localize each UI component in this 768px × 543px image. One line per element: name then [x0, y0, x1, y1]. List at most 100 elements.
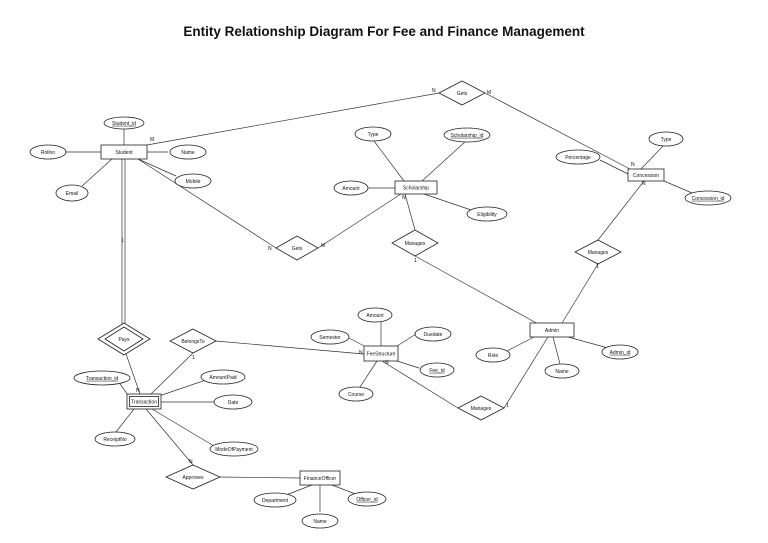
cardinality-label: N [359, 350, 363, 356]
connector [331, 484, 359, 496]
connector [215, 340, 365, 355]
attribute-fee-amount: Amount [357, 307, 393, 323]
attribute-officer-id-label: Officer_id [356, 497, 378, 503]
connector [145, 408, 194, 466]
connector [503, 336, 549, 409]
attribute-date-label: Date [228, 400, 239, 406]
connector [317, 193, 402, 249]
entity-transaction-label: Transaction [131, 400, 157, 406]
entity-student-label: Student [115, 150, 133, 156]
attribute-admin-id-label: Admin_id [610, 350, 631, 356]
attribute-rollno: Rollno [29, 144, 67, 160]
attribute-mode-of-payment: ModeOfPayment [209, 441, 259, 457]
relationship-approves: Approves [165, 464, 221, 490]
relationships: Gets Gets Manages Manages Manages Pays B… [97, 80, 622, 490]
connector [663, 180, 693, 194]
attribute-duedate: Duedate [414, 326, 452, 342]
entities: Student Scholarship Concession Admin Fee… [100, 144, 665, 486]
cardinality-label: N [268, 246, 272, 252]
connector [137, 158, 277, 249]
relationship-manages-concession: Manages [574, 239, 622, 265]
connector [567, 336, 609, 349]
entity-scholarship-label: Scholarship [403, 186, 429, 192]
connector [640, 144, 665, 170]
entity-student: Student [100, 144, 148, 160]
attribute-amount-paid-label: AmountPaid [209, 375, 236, 381]
entity-fee-structure-label: FeeStructure [367, 351, 396, 357]
attribute-email-label: Email [66, 191, 79, 197]
attribute-semester-label: Semester [319, 335, 341, 341]
attribute-date: Date [213, 394, 253, 410]
entity-concession-label: Concession [633, 173, 659, 179]
attribute-student-id: Student_id [103, 116, 145, 130]
relationship-approves-label: Approves [182, 475, 204, 481]
attribute-course-label: Course [348, 392, 364, 398]
attribute-transaction-id: Transaction_id [73, 370, 131, 386]
connector [396, 360, 420, 369]
connector [421, 140, 467, 182]
connector [115, 408, 135, 433]
entity-concession: Concession [627, 168, 665, 182]
connector [81, 158, 113, 187]
attribute-course: Course [338, 386, 374, 402]
connector [552, 336, 561, 365]
attribute-concession-id-label: Concession_id [692, 196, 725, 202]
connector [219, 476, 301, 479]
attribute-scholarship-type-label: Type [368, 132, 379, 138]
relationship-manages-fee: Manages [457, 395, 505, 421]
cardinality-label: N [385, 360, 389, 366]
cardinality-label: M [321, 243, 325, 249]
relationship-pays-label: Pays [118, 337, 130, 343]
connector [506, 336, 535, 352]
relationship-gets-scholarship-label: Gets [292, 246, 303, 252]
relationship-gets-concession-label: Gets [457, 91, 468, 97]
attribute-mobile-label: Mobile [186, 179, 201, 185]
attribute-scholarship-type: Type [354, 126, 392, 142]
connector [381, 360, 459, 409]
connector [484, 92, 631, 170]
attribute-officer-name-label: Name [313, 519, 327, 525]
attribute-role: Role [475, 347, 511, 363]
connector [158, 379, 207, 397]
attribute-concession-type: Type [648, 131, 684, 147]
cardinality-label: M [150, 137, 154, 143]
cardinality-label: 1 [596, 264, 599, 270]
attribute-role-label: Role [488, 353, 499, 359]
connector [151, 408, 215, 447]
relationship-belongs-to: BelongsTo [169, 328, 217, 354]
diagram-title: Entity Relationship Diagram For Fee and … [183, 24, 585, 39]
attribute-admin-name: Name [544, 363, 580, 379]
attribute-scholarship-id-label: Scholarship_id [451, 133, 484, 139]
attribute-eligibility: Eligibility [466, 206, 508, 222]
connector [599, 159, 629, 175]
attribute-admin-id: Admin_id [601, 344, 639, 360]
attribute-eligibility-label: Eligibility [477, 212, 497, 218]
attribute-concession-type-label: Type [661, 137, 672, 143]
connector [285, 484, 313, 496]
attribute-concession-id: Concession_id [684, 190, 732, 206]
attribute-student-name-label: Name [181, 150, 195, 156]
entity-finance-officer-label: FinanceOfficer [304, 476, 337, 482]
attribute-scholarship-amount-label: Amount [342, 186, 360, 192]
attribute-officer-name: Name [301, 513, 339, 529]
connector [597, 180, 645, 241]
attribute-percentage-label: Percentage [565, 155, 591, 161]
entity-finance-officer: FinanceOfficer [299, 470, 341, 486]
connector [124, 350, 141, 395]
connector-lines [66, 92, 693, 512]
attribute-fee-id: Fee_id [419, 362, 455, 378]
cardinality-label: N [136, 388, 140, 394]
entity-scholarship: Scholarship [394, 180, 438, 195]
connector [150, 352, 194, 395]
attribute-amount-paid: AmountPaid [200, 369, 246, 385]
attribute-scholarship-amount: Amount [333, 180, 369, 196]
attribute-duedate-label: Duedate [424, 332, 443, 338]
relationship-belongs-to-label: BelongsTo [181, 339, 205, 345]
cardinality-label: 1 [121, 238, 124, 244]
attribute-fee-id-label: Fee_id [429, 368, 445, 374]
attribute-semester: Semester [310, 329, 350, 345]
entity-transaction: Transaction [126, 393, 162, 410]
attribute-rollno-label: Rollno [41, 150, 55, 156]
relationship-manages-scholarship: Manages [391, 229, 439, 257]
